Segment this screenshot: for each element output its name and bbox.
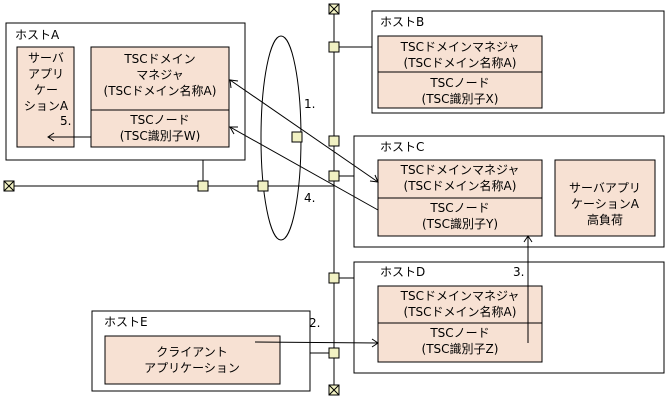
step-5-label: 5.	[60, 114, 71, 128]
flow-1-line	[229, 79, 379, 183]
host-b-node-line-2: (TSC識別子X)	[422, 92, 499, 106]
step-1-label: 1.	[304, 97, 315, 111]
host-d-manager-line-1: TSCドメインマネジャ	[400, 289, 520, 303]
host-b-manager-line-2: (TSCドメイン名称A)	[404, 55, 517, 70]
host-c: ホストC TSCドメインマネジャ (TSCドメイン名称A) TSCノード (TS…	[353, 135, 665, 248]
connector-host-d	[328, 272, 340, 284]
host-a-manager-line-3: (TSCドメイン名称A)	[104, 83, 217, 98]
flow-4-line	[229, 126, 379, 211]
host-a-node-line-2: (TSC識別子W)	[120, 129, 201, 143]
host-a-server-app-line-2: アプリ	[28, 67, 64, 81]
step-3-label: 3.	[513, 265, 524, 279]
host-e-client-app-line-2: アプリケーション	[144, 361, 240, 375]
host-a-server-app-box	[16, 46, 75, 148]
host-c-manager-line-2: (TSCドメイン名称A)	[404, 178, 517, 193]
terminator-top	[328, 3, 340, 15]
host-d-tsc-box	[377, 285, 543, 363]
host-e-client-app-line-1: クライアント	[156, 345, 228, 359]
host-c-manager-line-1: TSCドメインマネジャ	[400, 163, 520, 177]
connector-host-a	[197, 180, 209, 192]
flow-3-arrowhead	[523, 235, 533, 243]
host-b: ホストB TSCドメインマネジャ (TSCドメイン名称A) TSCノード (TS…	[371, 10, 665, 114]
host-a: ホストA サーバ アプリ ケー ションA TSCドメイン マネジャ (TSCドメ…	[5, 22, 246, 161]
host-c-node-line-2: (TSC識別子Y)	[422, 217, 498, 231]
host-a-manager-line-1: TSCドメイン	[123, 52, 195, 66]
host-a-server-app-line-4: ションA	[24, 99, 69, 113]
host-a-server-app-line-3: ケー	[34, 83, 58, 97]
connector-host-c	[328, 170, 340, 182]
host-a-tsc-box	[90, 46, 230, 148]
step-2-label: 2.	[309, 316, 320, 330]
flow-1-arrowhead-end	[369, 174, 379, 183]
host-d-title: ホストD	[380, 265, 425, 279]
host-a-node-line-1: TSCノード	[129, 113, 189, 127]
host-b-node-line-1: TSCノード	[429, 76, 489, 90]
host-c-server-app-line-3: 高負荷	[587, 212, 623, 227]
flow-5-arrowhead	[47, 132, 55, 142]
host-b-manager-line-1: TSCドメインマネジャ	[400, 40, 520, 54]
step-4-label: 4.	[304, 191, 315, 205]
host-c-server-app-line-2: ケーションA	[571, 197, 640, 211]
connector-host-e	[328, 347, 340, 359]
connector-host-b	[328, 41, 340, 53]
host-a-server-app-line-1: サーバ	[28, 51, 64, 65]
host-e: ホストE クライアント アプリケーション	[91, 310, 311, 392]
connector-ellipse-bottom	[257, 180, 269, 192]
host-c-server-app-box	[554, 159, 656, 237]
flow-2-arrowhead	[371, 338, 379, 348]
host-c-node-line-1: TSCノード	[429, 201, 489, 215]
flow-1-arrowhead-start	[229, 79, 239, 89]
host-c-server-app-line-1: サーバアプリ	[569, 181, 641, 195]
host-a-manager-line-2: マネジャ	[136, 68, 183, 82]
host-e-title: ホストE	[104, 315, 148, 329]
flow-2-line	[254, 341, 379, 344]
connector-ellipse-top	[291, 131, 303, 143]
host-d-manager-line-2: (TSCドメイン名称A)	[404, 304, 517, 319]
host-c-title: ホストC	[380, 140, 424, 154]
host-b-title: ホストB	[380, 15, 424, 29]
host-a-title: ホストA	[15, 28, 60, 42]
host-e-client-app-box	[104, 335, 281, 385]
terminator-left	[3, 180, 15, 192]
flow-4-arrowhead	[229, 126, 238, 135]
terminator-bottom	[328, 384, 340, 396]
host-d-node-line-1: TSCノード	[429, 326, 489, 340]
host-d: ホストD TSCドメインマネジャ (TSCドメイン名称A) TSCノード (TS…	[353, 261, 665, 374]
host-d-node-line-2: (TSC識別子Z)	[422, 342, 499, 356]
connector-bus-upper	[328, 135, 340, 147]
